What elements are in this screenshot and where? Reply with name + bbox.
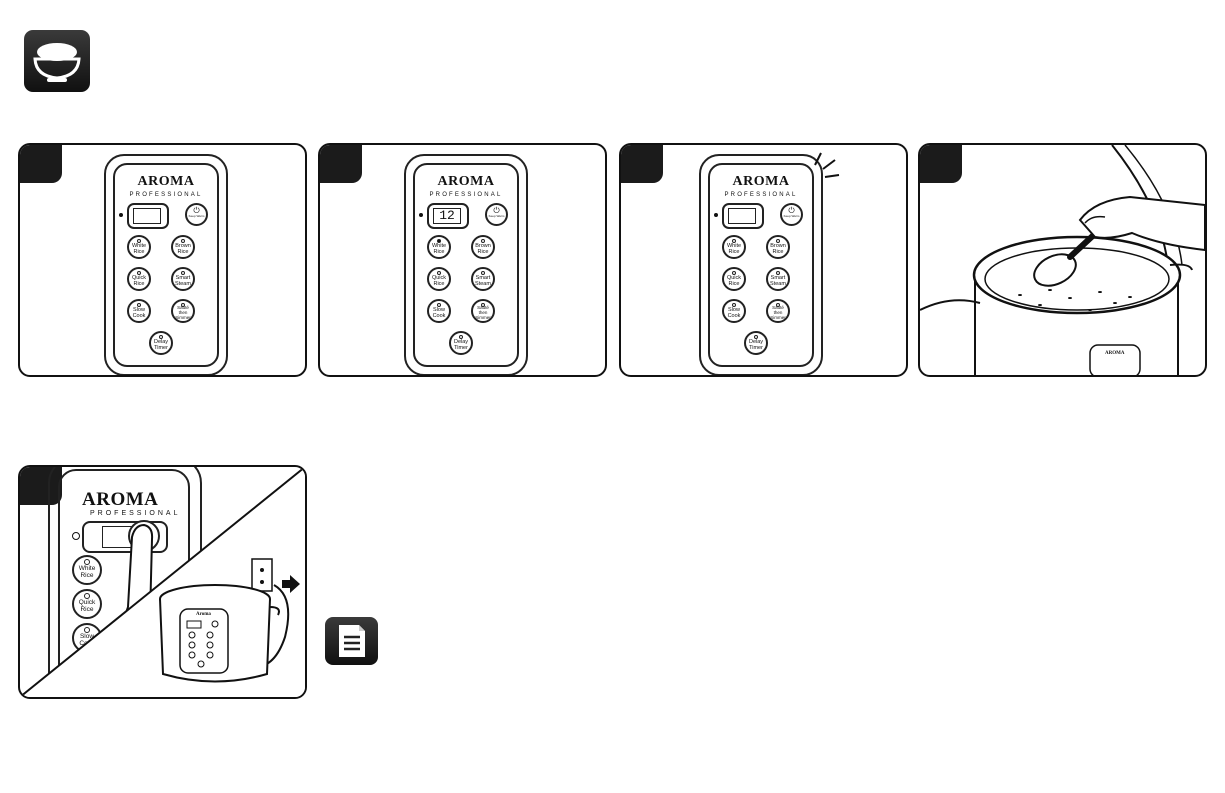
delay-timer-button[interactable]: Delay Timer [744,331,768,355]
step-5-panel: AROMA PROFESSIONAL ⏻ White Rice Quick Ri… [18,465,307,699]
display-panel [127,203,169,229]
delay-timer-button[interactable]: Delay Timer [449,331,473,355]
cooker-brand-label: Aroma [196,612,211,617]
brand-logo: AROMA [82,489,159,510]
quick-rice-button[interactable]: Quick Rice [72,589,102,619]
delay-timer-button[interactable]: Delay Timer [149,331,173,355]
control-panel: AROMA PROFESSIONAL ⏻Keep Warm White Rice… [104,154,228,375]
brand-logo: AROMA [437,174,495,189]
slow-cook-button[interactable]: Slow Cook [127,299,151,323]
brand-logo: AROMA [137,174,195,189]
display-panel: 12 [427,203,469,229]
white-rice-button[interactable]: White Rice [127,235,151,259]
saute-simmer-button[interactable]: Sauté then Simmer [171,299,195,323]
finger-pressing-illustration [20,467,305,697]
brand-logo: AROMA [732,174,790,189]
power-button[interactable]: ⏻Keep Warm [185,203,208,226]
step-2-badge [320,145,362,183]
slow-cook-button[interactable]: Slow Cook [722,299,746,323]
white-rice-button[interactable]: White Rice [722,235,746,259]
step-3-badge [621,145,663,183]
step-2-panel: AROMA PROFESSIONAL 12 ⏻Keep Warm White R… [318,143,607,377]
smart-steam-button[interactable]: Smart Steam [471,267,495,291]
beep-lines-icon [814,152,840,178]
brown-rice-button[interactable]: Brown Rice [171,235,195,259]
note-document-icon [325,617,378,665]
rice-bowl-icon [24,30,90,92]
quick-rice-button[interactable]: Quick Rice [427,267,451,291]
display-screen [728,208,756,224]
step-1-panel: AROMA PROFESSIONAL ⏻Keep Warm White Rice… [18,143,307,377]
quick-rice-button[interactable]: Quick Rice [127,267,151,291]
cooker-brand-label: AROMA [1105,351,1125,356]
saute-simmer-button[interactable]: Sauté then Simmer [471,299,495,323]
power-button[interactable]: ⏻Keep Warm [780,203,803,226]
step-3-panel: AROMA PROFESSIONAL ⏻Keep Warm White Rice… [619,143,908,377]
smart-steam-button[interactable]: Smart Steam [171,267,195,291]
brand-subtitle: PROFESSIONAL [724,192,798,198]
rice-cooker-stirring-illustration [920,145,1205,375]
display-screen: 12 [433,208,461,224]
brown-rice-button[interactable]: Brown Rice [471,235,495,259]
brand-subtitle: PROFESSIONAL [129,192,203,198]
brand-subtitle: PROFESSIONAL [429,192,503,198]
keep-warm-led [419,213,423,217]
brand-subtitle: PROFESSIONAL [90,510,181,517]
slow-cook-button[interactable]: Slow Cook [427,299,451,323]
keep-warm-led [72,532,80,540]
display-panel [722,203,764,229]
display-screen [133,208,161,224]
control-panel: AROMA PROFESSIONAL 12 ⏻Keep Warm White R… [404,154,528,375]
control-panel: AROMA PROFESSIONAL ⏻Keep Warm White Rice… [699,154,823,375]
step-1-badge [20,145,62,183]
step-4-panel: AROMA [918,143,1207,377]
brown-rice-button[interactable]: Brown Rice [766,235,790,259]
saute-simmer-button[interactable]: Sauté then Simmer [766,299,790,323]
white-rice-button[interactable]: White Rice [427,235,451,259]
quick-rice-button[interactable]: Quick Rice [722,267,746,291]
white-rice-button[interactable]: White Rice [72,555,102,585]
power-button[interactable]: ⏻Keep Warm [485,203,508,226]
step-4-badge [920,145,962,183]
keep-warm-led [119,213,123,217]
keep-warm-led [714,213,718,217]
smart-steam-button[interactable]: Smart Steam [766,267,790,291]
